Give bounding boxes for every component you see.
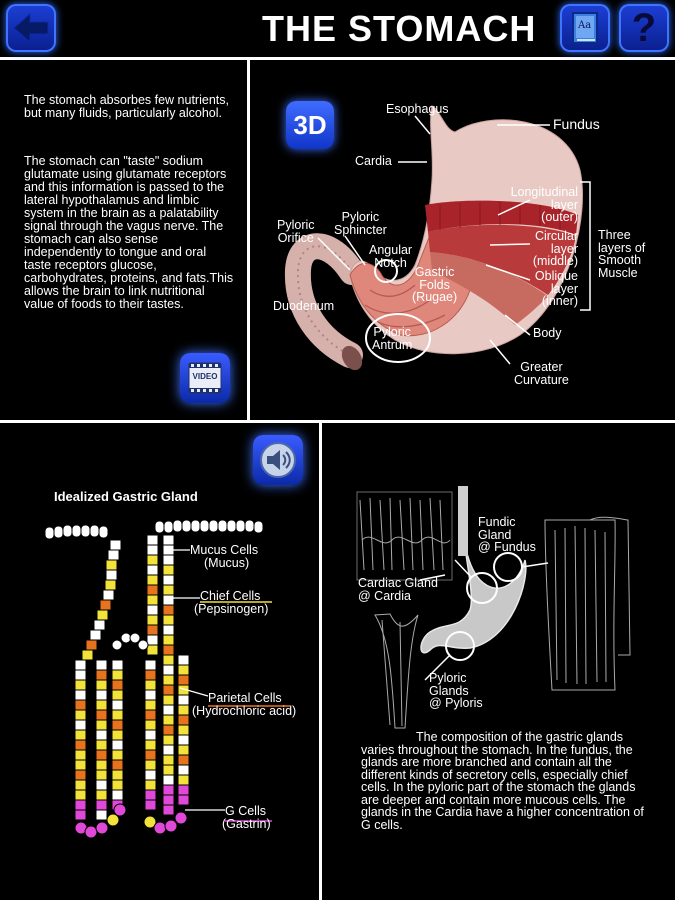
label-esophagus: Esophagus [386,102,449,116]
top-vertical-divider [247,57,250,422]
video-button-label: VIDEO [192,372,218,381]
question-mark-icon: ? [631,6,657,50]
help-button[interactable]: ? [619,4,669,52]
speaker-icon [260,442,296,478]
label-g-cells: G Cells(Gastrin) [222,804,271,831]
intro-paragraph-1: The stomach absorbes few nutrients, but … [24,93,229,120]
video-button[interactable]: VIDEO [180,353,230,403]
header-divider [0,57,675,60]
page-title: THE STOMACH [262,8,537,49]
composition-paragraph: The composition of the gastric glands va… [361,730,644,832]
3d-button[interactable]: 3D [286,101,334,149]
label-mucus-cells: Mucus Cells(Mucus) [190,543,259,570]
gland-title: Idealized Gastric Gland [54,489,198,504]
label-body: Body [533,326,562,340]
back-arrow-icon [13,12,49,44]
label-chief-cells: Chief Cells(Pepsinogen) [194,589,269,616]
back-button[interactable] [6,4,56,52]
audio-button[interactable] [253,435,303,485]
film-icon [188,362,222,394]
dictionary-button[interactable]: Aa [560,4,610,52]
label-duodenum: Duodenum [273,299,335,313]
stomach-illustration [284,105,591,371]
gastric-gland-diagram [44,519,290,839]
label-fundus: Fundus [553,116,600,132]
label-cardiac-gland: Cardiac Gland@ Cardia [358,576,438,603]
intro-paragraph-2: The stomach can "taste" sodium glutamate… [24,154,234,311]
book-icon-text: Aa [578,20,592,31]
label-cardia: Cardia [355,154,392,168]
middle-divider [0,420,675,423]
bottom-vertical-divider [319,420,322,900]
book-icon [572,12,598,44]
label-parietal-cells: Parietal Cells(Hydrochloric acid) [192,691,297,718]
